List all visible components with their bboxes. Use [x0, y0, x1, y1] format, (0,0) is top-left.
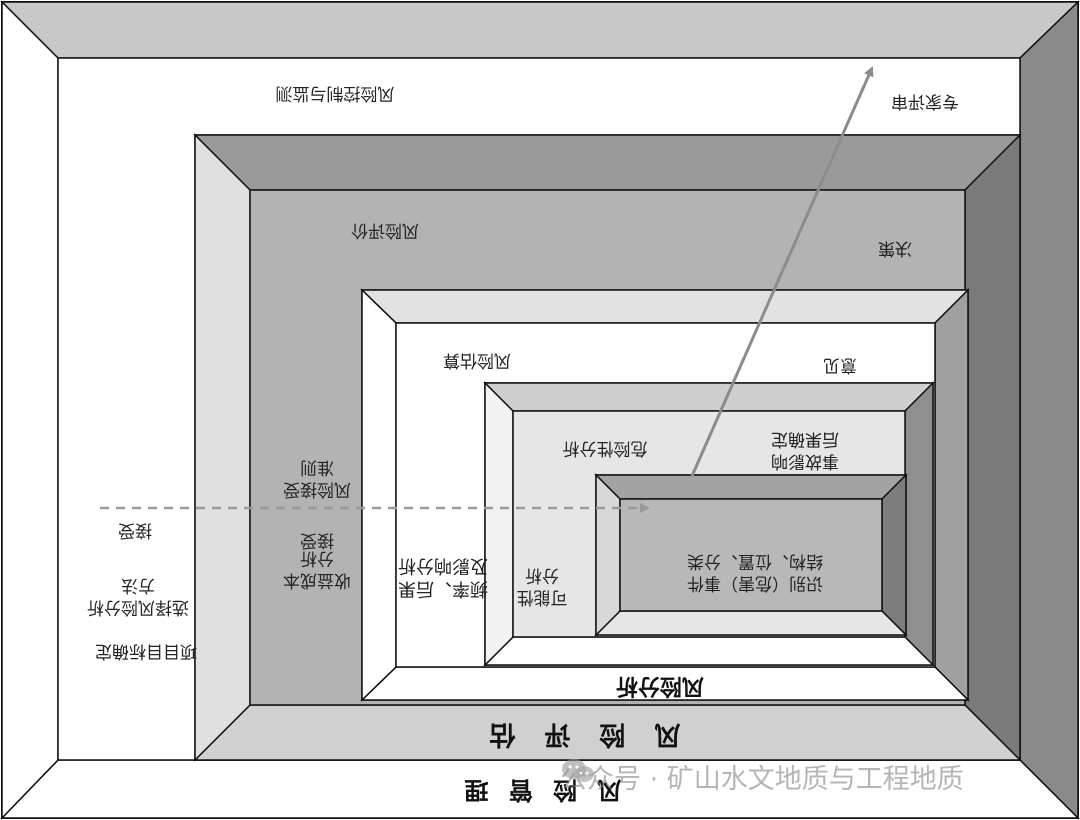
- label-opinion: 意见: [823, 355, 857, 375]
- label-possibility: 可能性 分析: [516, 564, 568, 607]
- label-accident-consequence: 事故影响 后果确定: [771, 428, 839, 471]
- wechat-icon: [562, 759, 594, 782]
- feedback-arrow: [690, 66, 874, 477]
- label-expert-review: 专家评审: [891, 91, 959, 111]
- label-risk-evaluation: 风险评价: [351, 220, 419, 240]
- label-hazard-analysis: 危险性分析: [562, 438, 648, 458]
- label-risk-estimation: 风险估算: [443, 350, 511, 370]
- watermark: 公众号 · 矿山水文地质与工程地质: [560, 756, 1060, 796]
- label-project-goal: 项目目标确定: [95, 641, 197, 661]
- label-accept-left: 接受: [118, 520, 152, 540]
- watermark-text: 公众号 · 矿山水文地质与工程地质: [560, 763, 964, 795]
- frame-event-identification: [594, 473, 908, 637]
- label-selection-method: 选择风险分析 方法: [87, 574, 189, 617]
- label-event-identification: 识别（危害）事件 结构、位置、分类: [687, 550, 823, 593]
- label-frequency-consequence: 频率、后果 及影响分析: [398, 554, 488, 599]
- label-risk-accept-criteria: 风险接受 准则: [283, 456, 351, 499]
- label-cost-benefit: 收益成本 分析: [283, 547, 351, 590]
- title-risk-assessment: 风 险 评 估: [479, 719, 681, 749]
- label-decision: 决策: [878, 238, 912, 258]
- title-risk-analysis: 风险分析: [616, 673, 705, 698]
- label-risk-control: 风险控制与监测: [275, 83, 395, 103]
